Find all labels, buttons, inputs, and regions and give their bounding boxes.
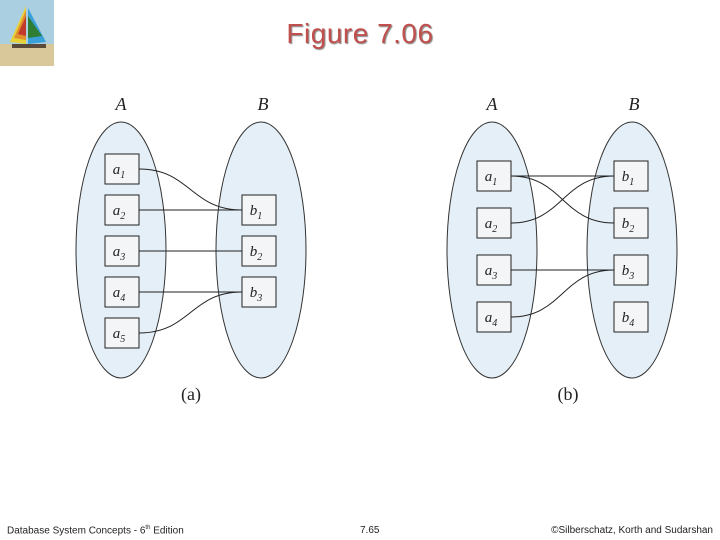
a-item-a-2-box (104, 194, 140, 226)
footer-copyright: ©Silberschatz, Korth and Sudarshan (551, 525, 713, 536)
footer-book-title: Database System Concepts - 6th Edition (7, 524, 184, 536)
edges-a (138, 168, 243, 334)
set-b-label-a: B (258, 94, 269, 114)
caption-a: (a) (181, 384, 201, 405)
edge-a-5 (138, 291, 243, 334)
sailboat-logo-icon (0, 0, 54, 66)
set-a-label-a: A (115, 94, 128, 114)
b-item-b-1-box (613, 160, 649, 192)
edges-b (510, 175, 615, 318)
a-item-a-4-subscript: 4 (120, 293, 125, 304)
a-item-a-3-subscript: 3 (119, 252, 125, 263)
b-item-a-3-box (241, 276, 277, 308)
a-item-b-4-subscript: 4 (492, 318, 497, 329)
set-b-label-b: B (629, 94, 640, 114)
b-item-b-3-subscript: 3 (628, 271, 634, 282)
caption-b: (b) (558, 384, 579, 405)
a-item-b-4-box (476, 301, 512, 333)
a-item-b-2-box (476, 207, 512, 239)
a-item-b-1-subscript: 1 (492, 177, 497, 188)
footer-page-number: 7.65 (360, 525, 380, 536)
set-a-ellipse-b (446, 121, 538, 379)
b-item-a-3-subscript: 3 (256, 293, 262, 304)
a-item-a-1-box (104, 153, 140, 185)
page-title: Figure 7.06 (286, 18, 434, 49)
b-item-a-2-subscript: 2 (257, 252, 262, 263)
edge-a-1 (138, 168, 243, 211)
b-item-a-2-box (241, 235, 277, 267)
a-item-b-3-subscript: 3 (491, 271, 497, 282)
a-item-a-5-subscript: 5 (120, 334, 125, 345)
b-item-b-2-box (613, 207, 649, 239)
edge-b-5 (510, 269, 615, 318)
a-item-a-2-subscript: 2 (120, 211, 125, 222)
set-b-ellipse-b (586, 121, 678, 379)
b-item-b-4-box (613, 301, 649, 333)
a-item-b-3-box (476, 254, 512, 286)
a-item-a-1-subscript: 1 (120, 170, 125, 181)
b-item-a-1-subscript: 1 (257, 211, 262, 222)
b-item-a-1-box (241, 194, 277, 226)
a-item-b-2-subscript: 2 (492, 224, 497, 235)
a-item-a-5-box (104, 317, 140, 349)
b-item-b-2-subscript: 2 (629, 224, 634, 235)
a-item-a-3-box (104, 235, 140, 267)
b-item-b-1-subscript: 1 (629, 177, 634, 188)
a-item-a-4-box (104, 276, 140, 308)
b-item-b-4-subscript: 4 (629, 318, 634, 329)
set-a-label-b: A (486, 94, 499, 114)
a-item-b-1-box (476, 160, 512, 192)
b-item-b-3-box (613, 254, 649, 286)
edge-b-3 (510, 175, 615, 224)
